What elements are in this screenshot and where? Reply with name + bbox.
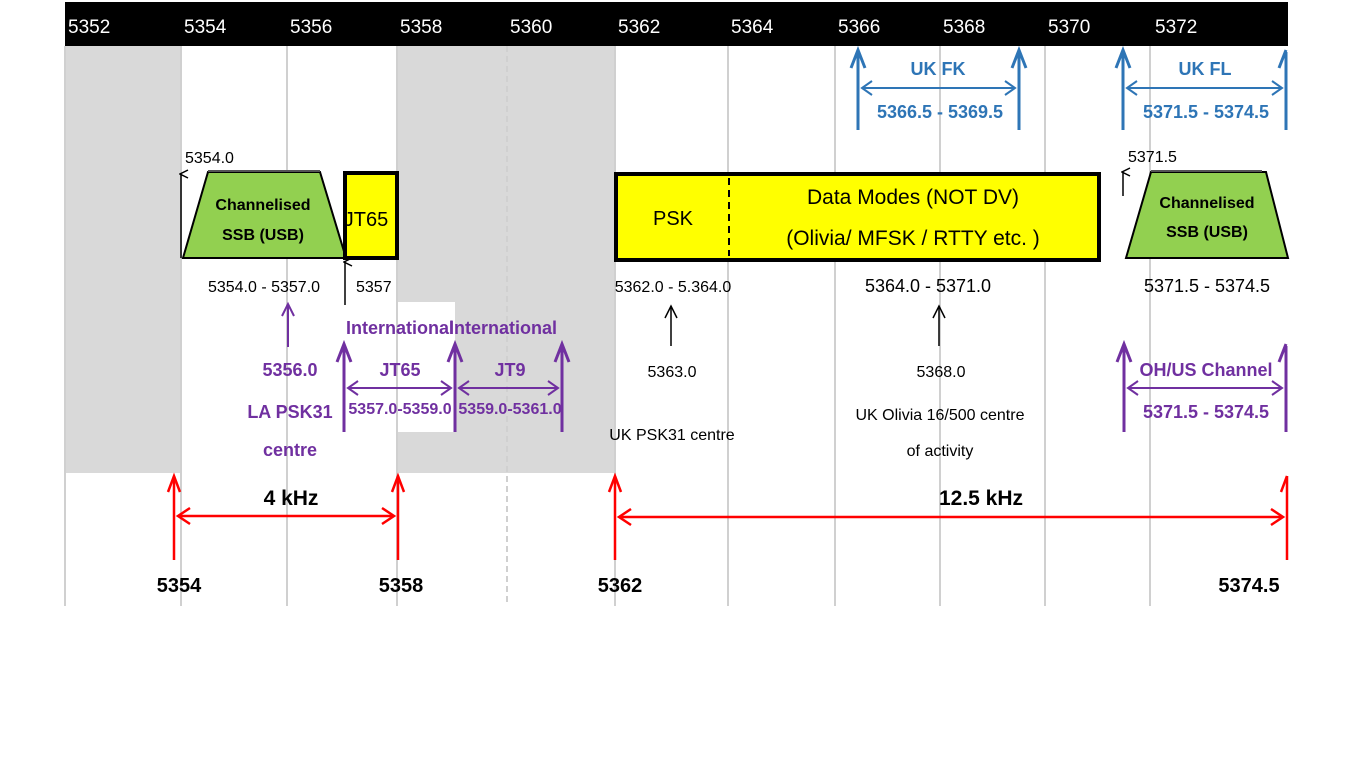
uk-fl-left-arrowhead (1114, 45, 1132, 69)
data-modes-range: 5364.0 - 5371.0 (865, 276, 991, 296)
jt65-marker-label: 5357 (356, 279, 392, 296)
span-12k-left-head (607, 472, 623, 493)
uk-fl-span-right-head (1271, 80, 1284, 96)
intl-jt65-right-head (446, 339, 464, 363)
oh-us-span-left-head (1126, 380, 1139, 396)
jt65-label: JT65 (344, 209, 388, 231)
span-4k-end: 5358 (379, 575, 424, 597)
uk-psk31-label: UK PSK31 centre (609, 427, 735, 444)
intl-jt65-line2: JT65 (379, 360, 420, 380)
ssb-left-label-line1: Channelised (215, 197, 310, 214)
tick-label: 5358 (400, 17, 442, 38)
span-12k-start: 5362 (598, 575, 643, 597)
intl-jt65-patch (343, 302, 455, 432)
intl-jt9-right-head (553, 339, 571, 363)
intl-jt9-range: 5359.0-5361.0 (458, 401, 561, 418)
span-4k (166, 472, 406, 560)
uk-fl-label: UK FL (1179, 59, 1232, 79)
uk-fk-range: 5366.5 - 5369.5 (877, 102, 1003, 122)
intl-jt65-line1: International (346, 318, 454, 338)
span-12k-label: 12.5 kHz (939, 487, 1023, 510)
oh-us-range: 5371.5 - 5374.5 (1143, 402, 1269, 422)
span-12k-end: 5374.5 (1218, 575, 1279, 597)
ssb-right-range: 5371.5 - 5374.5 (1144, 276, 1270, 296)
intl-jt9-line1: International (449, 318, 557, 338)
uk-fk-span-left-head (860, 80, 873, 96)
tick-label: 5366 (838, 17, 880, 38)
data-modes-title: Data Modes (NOT DV) (807, 186, 1019, 209)
oh-us-span-right-head (1271, 380, 1284, 396)
psk-label: PSK (653, 208, 694, 230)
oh-us-channel (1115, 339, 1288, 432)
uk-fl-channel (1114, 45, 1288, 130)
uk-fl-range: 5371.5 - 5374.5 (1143, 102, 1269, 122)
tick-label: 5368 (943, 17, 985, 38)
grey-band-left (65, 46, 181, 473)
uk-fk-left-arrowhead (849, 45, 867, 69)
ssb-left-range: 5354.0 - 5357.0 (208, 279, 320, 296)
uk-fl-span-left-head (1125, 80, 1138, 96)
tick-label: 5352 (68, 17, 110, 38)
span-4k-line-left-head (175, 506, 191, 526)
span-12k-right-head (1279, 475, 1289, 493)
frequency-ticks: 5352 5354 5356 5358 5360 5362 5364 5366 … (68, 17, 1197, 38)
oh-us-right-head (1277, 343, 1288, 363)
intl-jt65-left-head (335, 339, 353, 363)
ssb-right-start-label: 5371.5 (1128, 149, 1177, 166)
uk-fk-span-right-head (1004, 80, 1017, 96)
uk-fl-right-arrowhead (1277, 49, 1288, 69)
span-4k-label: 4 kHz (264, 487, 319, 510)
uk-olivia-line1: UK Olivia 16/500 centre (856, 407, 1025, 424)
tick-label: 5360 (510, 17, 552, 38)
jt65-block (343, 171, 399, 260)
uk-fk-right-arrowhead (1010, 45, 1028, 69)
la-psk31-freq: 5356.0 (262, 360, 317, 380)
oh-us-label: OH/US Channel (1139, 360, 1272, 380)
span-12k-line-right-head (1270, 507, 1286, 527)
intl-jt9-span-left-head (457, 380, 470, 396)
span-12k (607, 472, 1289, 560)
span-4k-left-head (166, 472, 182, 493)
tick-label: 5364 (731, 17, 774, 38)
uk-fk-label: UK FK (911, 59, 966, 79)
la-psk31-arrowhead (281, 301, 295, 317)
tick-label: 5354 (184, 17, 227, 38)
la-psk31-line1: LA PSK31 (247, 402, 332, 422)
la-psk31-line2: centre (263, 440, 317, 460)
data-modes-block (614, 172, 1101, 262)
ssb-right-label-line2: SSB (USB) (1166, 224, 1248, 241)
uk-olivia-arrowhead (932, 304, 946, 319)
tick-label: 5372 (1155, 17, 1197, 38)
intl-jt65-span-left-head (346, 380, 359, 396)
intl-jt65-range: 5357.0-5359.0 (348, 401, 451, 418)
intl-channel-markers (335, 339, 571, 432)
uk-olivia-freq: 5368.0 (917, 364, 966, 381)
intl-jt9-line2: JT9 (494, 360, 525, 380)
oh-us-left-head (1115, 339, 1133, 363)
ssb-right-label-line1: Channelised (1159, 195, 1254, 212)
span-12k-line-left-head (616, 507, 632, 527)
uk-fk-channel (849, 45, 1028, 130)
uk-olivia-arrow (932, 304, 946, 346)
span-4k-line-right-head (381, 506, 397, 526)
uk-psk31-freq: 5363.0 (648, 364, 697, 381)
la-psk31-arrow (281, 301, 295, 347)
tick-label: 5370 (1048, 17, 1090, 38)
tick-label: 5362 (618, 17, 660, 38)
ssb-left-start-label: 5354.0 (185, 150, 234, 167)
uk-psk31-arrow (664, 304, 678, 346)
ssb-right-trapezoid (1124, 171, 1290, 259)
psk-range: 5362.0 - 5.364.0 (615, 279, 732, 296)
uk-olivia-line2: of activity (907, 443, 974, 460)
data-modes-subtitle: (Olivia/ MFSK / RTTY etc. ) (786, 227, 1040, 250)
uk-psk31-arrowhead (664, 304, 678, 319)
intl-jt9-span-right-head (547, 380, 560, 396)
tick-label: 5356 (290, 17, 332, 38)
frequency-header (65, 2, 1288, 46)
ssb-left-label-line2: SSB (USB) (222, 227, 304, 244)
intl-jt65-span-right-head (440, 380, 453, 396)
span-4k-start: 5354 (157, 575, 202, 597)
span-4k-right-head (390, 472, 406, 493)
ssb-left-trapezoid (181, 171, 348, 259)
